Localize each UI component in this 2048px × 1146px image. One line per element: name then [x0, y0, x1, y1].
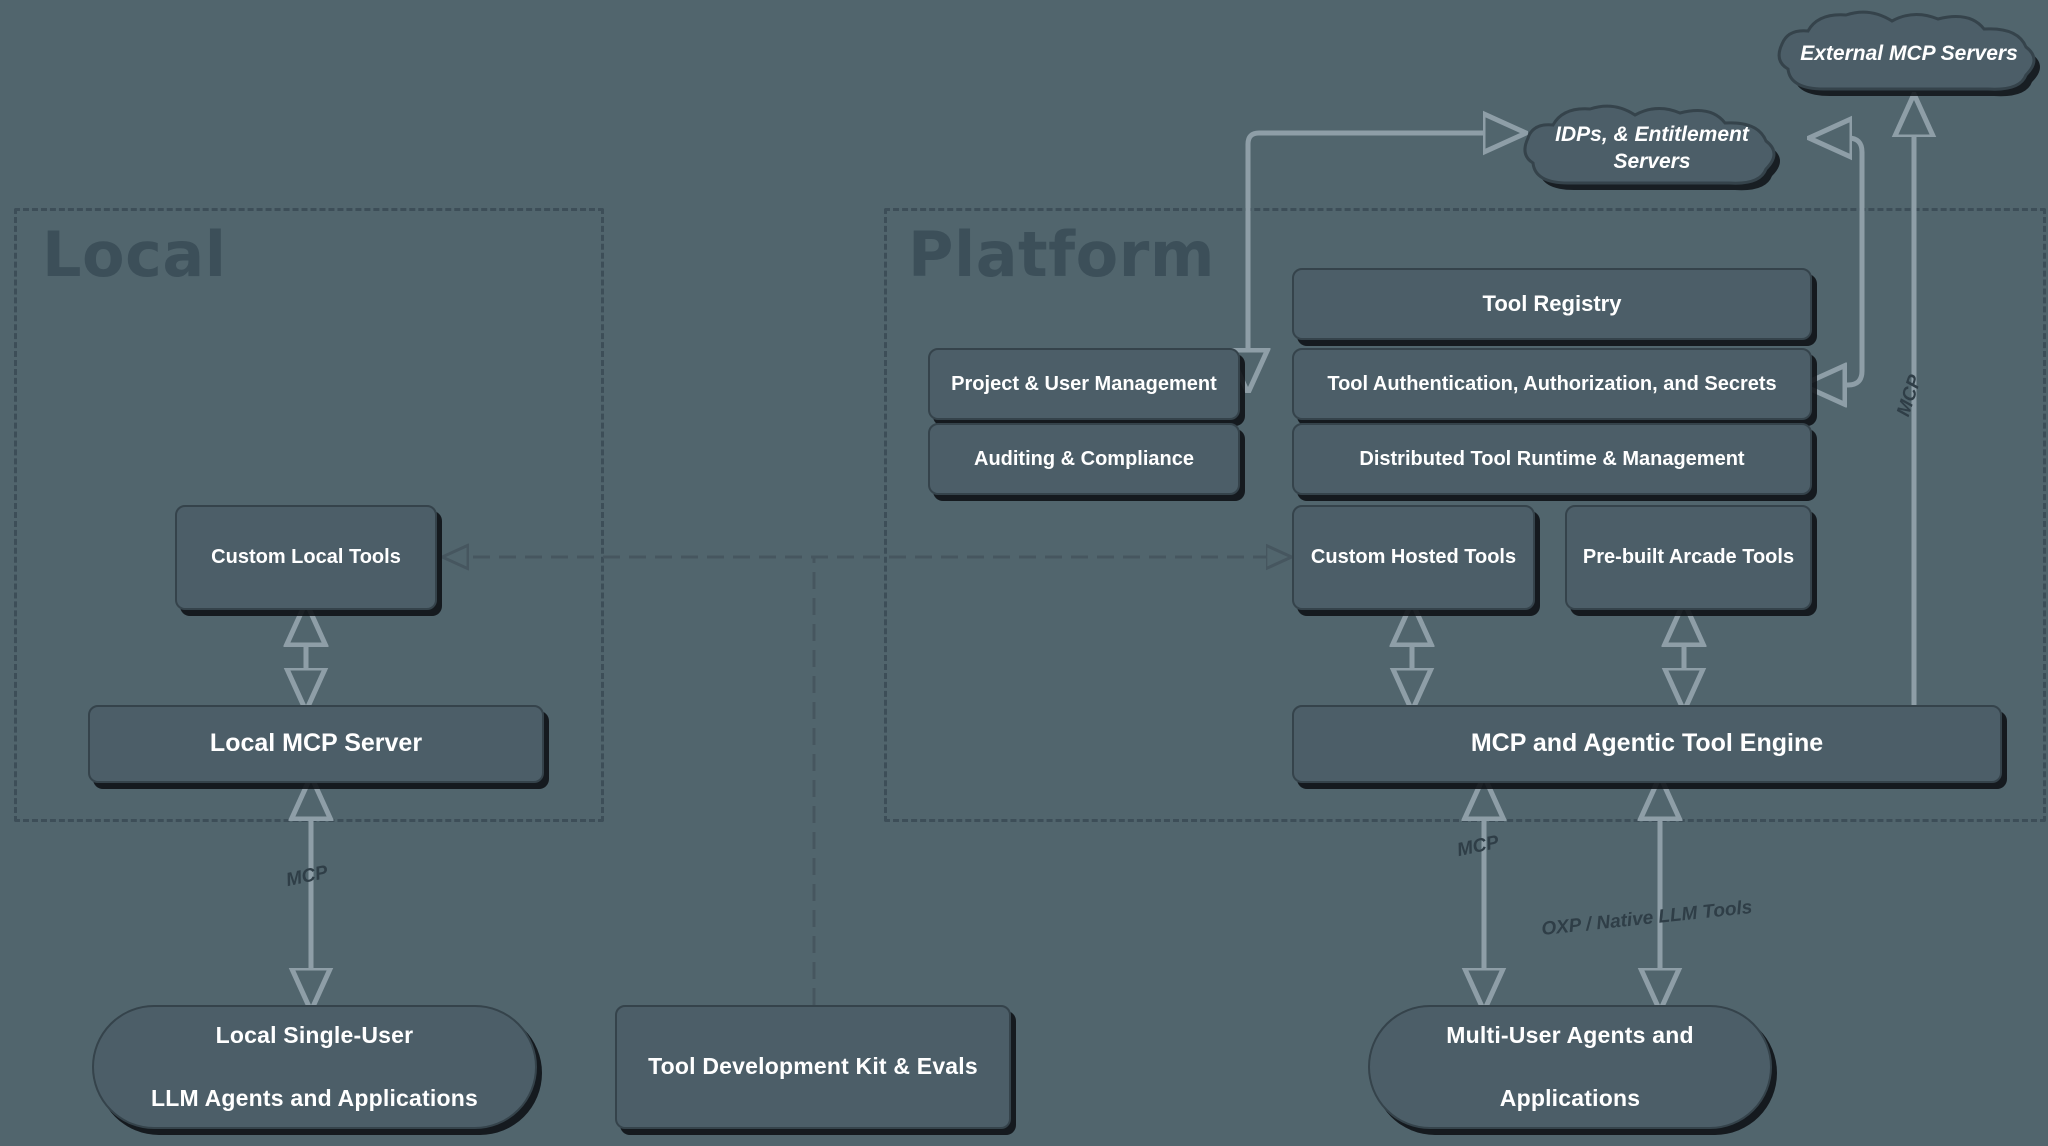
node-auditing-compliance-label: Auditing & Compliance — [974, 447, 1194, 470]
node-tool-registry-label: Tool Registry — [1482, 291, 1622, 317]
node-custom-hosted-tools-label: Custom Hosted Tools — [1310, 546, 1517, 568]
node-auditing-compliance[interactable]: Auditing & Compliance — [928, 423, 1240, 495]
node-mcp-agentic-tool-engine[interactable]: MCP and Agentic Tool Engine — [1292, 705, 2002, 783]
node-local-mcp-server[interactable]: Local MCP Server — [88, 705, 544, 783]
node-local-single-user-agents-label-line2: LLM Agents and Applications — [151, 1084, 478, 1111]
zone-local-title: Local — [42, 218, 227, 291]
node-multi-user-agents-label-line2: Applications — [1499, 1084, 1641, 1111]
node-custom-local-tools-label: Custom Local Tools — [211, 546, 401, 568]
node-prebuilt-arcade-tools-label: Pre-built Arcade Tools — [1582, 546, 1795, 568]
node-prebuilt-arcade-tools[interactable]: Pre-built Arcade Tools — [1565, 505, 1812, 610]
node-project-user-management-label: Project & User Management — [951, 372, 1217, 395]
node-tool-registry[interactable]: Tool Registry — [1292, 268, 1812, 340]
edge-label-oxp-native: OXP / Native LLM Tools — [1540, 896, 1754, 941]
zone-platform-title: Platform — [908, 218, 1215, 291]
node-local-mcp-server-label: Local MCP Server — [209, 729, 423, 758]
node-custom-local-tools[interactable]: Custom Local Tools — [175, 505, 437, 610]
edge-label-mcp-local: MCP — [284, 861, 330, 892]
node-multi-user-agents[interactable]: Multi-User Agents and Applications — [1368, 1005, 1772, 1129]
node-tool-auth[interactable]: Tool Authentication, Authorization, and … — [1292, 348, 1812, 420]
cloud-idps-entitlement-servers: IDPs, & Entitlement Servers — [1516, 100, 1788, 196]
cloud-external-mcp-servers-label: External MCP Servers — [1800, 42, 2018, 66]
node-distributed-tool-runtime-label: Distributed Tool Runtime & Management — [1359, 447, 1745, 470]
edge-label-mcp-engine: MCP — [1455, 831, 1501, 862]
cloud-shape-icon — [1523, 104, 1780, 191]
node-distributed-tool-runtime[interactable]: Distributed Tool Runtime & Management — [1292, 423, 1812, 495]
node-multi-user-agents-label-line1: Multi-User Agents and — [1446, 1022, 1694, 1049]
node-tool-auth-label: Tool Authentication, Authorization, and … — [1327, 372, 1777, 395]
node-tool-development-kit-label: Tool Development Kit & Evals — [648, 1053, 978, 1080]
cloud-idps-entitlement-servers-label: IDPs, & Entitlement Servers — [1555, 122, 1749, 173]
node-local-single-user-agents[interactable]: Local Single-User LLM Agents and Applica… — [92, 1005, 537, 1129]
cloud-shape-icon — [1777, 10, 2040, 97]
node-custom-hosted-tools[interactable]: Custom Hosted Tools — [1292, 505, 1535, 610]
node-tool-development-kit[interactable]: Tool Development Kit & Evals — [615, 1005, 1011, 1129]
node-mcp-agentic-tool-engine-label: MCP and Agentic Tool Engine — [1470, 729, 1824, 758]
node-project-user-management[interactable]: Project & User Management — [928, 348, 1240, 420]
cloud-external-mcp-servers: External MCP Servers — [1770, 6, 2048, 102]
node-local-single-user-agents-label-line1: Local Single-User — [215, 1022, 414, 1049]
